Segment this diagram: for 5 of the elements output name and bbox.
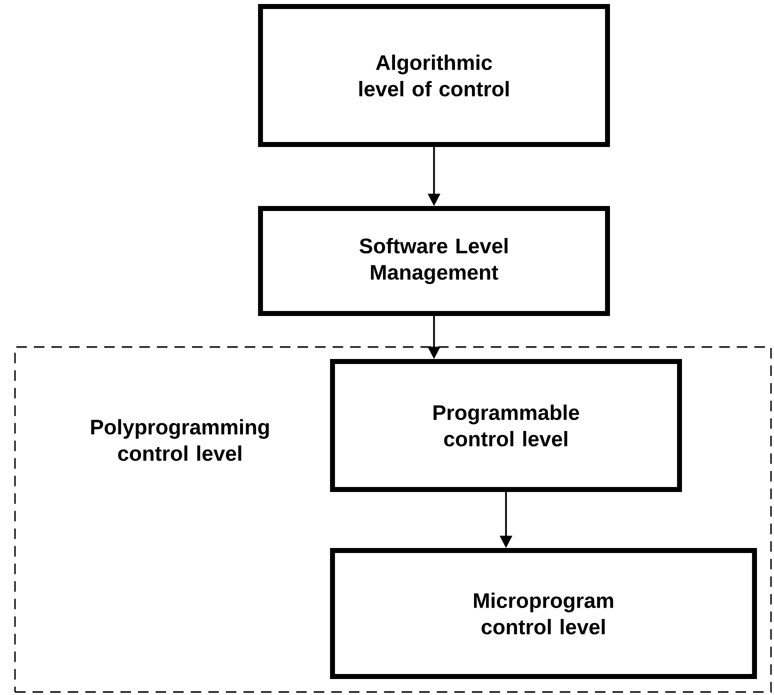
process-box: Software Level Management: [258, 206, 610, 316]
group-label: Polyprogramming control level: [91, 419, 269, 461]
process-box: Microprogram control level: [330, 548, 757, 679]
process-box: Programmable control level: [330, 359, 682, 492]
process-box: Algorithmic level of control: [258, 4, 610, 147]
